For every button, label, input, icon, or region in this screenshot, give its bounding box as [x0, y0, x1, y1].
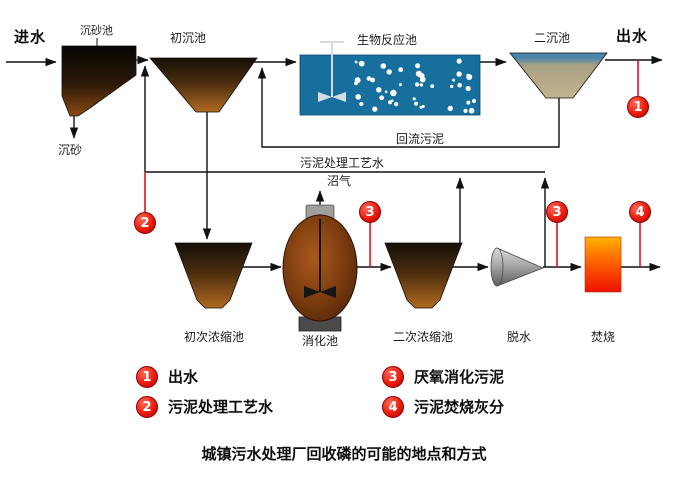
- legend-number: 4: [388, 399, 398, 415]
- marker-number: 1: [633, 99, 643, 115]
- legend-marker-3: 3: [382, 366, 404, 388]
- effluent-label: 出水: [616, 27, 649, 45]
- secondary-thickener-tank: [384, 242, 463, 309]
- grit-out-label: 沉砂: [58, 143, 83, 157]
- legend-label-2: 污泥处理工艺水: [168, 398, 274, 416]
- red-connector-lines: [144, 60, 641, 267]
- aeration-bubbles-icon: [354, 58, 477, 114]
- legend-label-3: 厌氧消化污泥: [414, 368, 505, 386]
- primary-thickener-tank: [174, 242, 253, 309]
- secondary-sedimentation-label: 二沉池: [534, 31, 571, 45]
- legend-number: 1: [142, 369, 152, 385]
- reactor-mixer-icon: [318, 41, 346, 102]
- legend-marker-1: 1: [136, 366, 158, 388]
- legend-number: 2: [142, 399, 152, 415]
- legend-number: 3: [388, 369, 398, 385]
- marker-digested-sludge-a: 3: [359, 201, 381, 223]
- diagram-title: 城镇污水处理厂回收磷的可能的地点和方式: [201, 445, 487, 463]
- primary-sedimentation-tank: [149, 57, 258, 113]
- secondary-thickener-label: 二次浓缩池: [393, 330, 454, 344]
- legend-marker-4: 4: [382, 396, 404, 418]
- biogas-label: 沼气: [327, 174, 352, 188]
- marker-number: 3: [365, 204, 375, 220]
- process-water-label: 污泥处理工艺水: [300, 156, 385, 170]
- marker-number: 4: [635, 204, 645, 220]
- grit-chamber-label: 沉砂池: [80, 24, 113, 37]
- biological-reactor-tank: [299, 54, 481, 116]
- dewatering-label: 脱水: [507, 330, 532, 344]
- primary-sedimentation-label: 初沉池: [170, 31, 207, 45]
- marker-ash-point: 4: [629, 201, 651, 223]
- return-sludge-label: 回流污泥: [396, 132, 445, 146]
- biological-reactor-label: 生物反应池: [357, 33, 418, 47]
- digester-mixer-icon: [304, 219, 336, 298]
- grit-chamber-shape: [61, 45, 137, 117]
- digester-label: 消化池: [302, 334, 339, 348]
- marker-number: 3: [552, 204, 562, 220]
- flow-lines: [6, 38, 663, 272]
- marker-process-water-point: 2: [134, 212, 156, 234]
- legend-label-4: 污泥焚烧灰分: [414, 398, 505, 416]
- primary-thickener-label: 初次浓缩池: [184, 330, 245, 344]
- incineration-label: 焚烧: [591, 330, 616, 344]
- secondary-sedimentation-tank: [509, 52, 608, 99]
- legend-label-1: 出水: [168, 368, 199, 386]
- legend-marker-2: 2: [136, 396, 158, 418]
- marker-effluent-point: 1: [627, 96, 649, 118]
- marker-digested-sludge-b: 3: [546, 201, 568, 223]
- dewatering-cone: [490, 247, 545, 287]
- influent-label: 进水: [14, 28, 47, 46]
- marker-number: 2: [140, 215, 150, 231]
- incinerator-box: [584, 236, 622, 293]
- return-sludge-line: [257, 67, 560, 148]
